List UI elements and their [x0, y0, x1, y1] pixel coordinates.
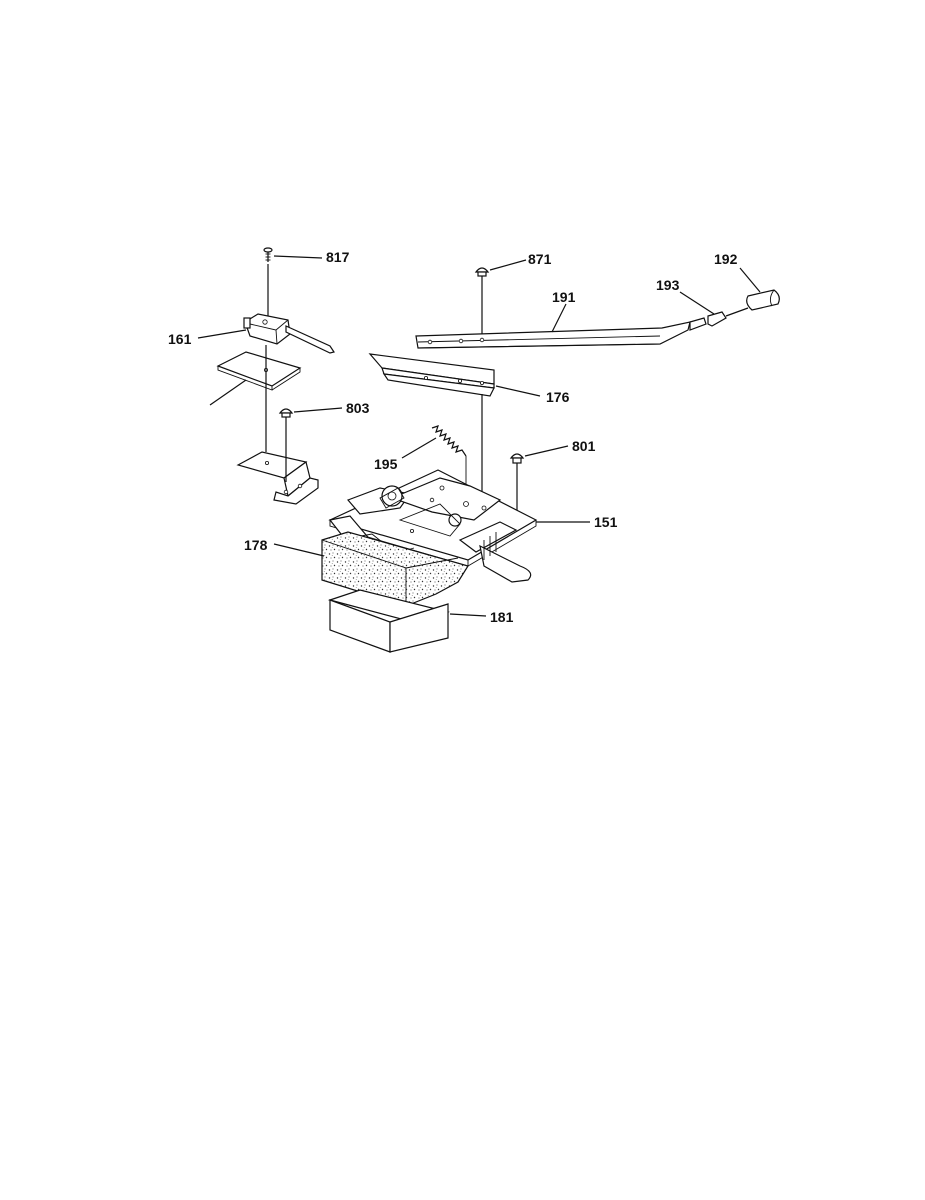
knob-192 — [746, 289, 780, 311]
insulator-plate — [216, 351, 302, 391]
callout-817: 817 — [326, 249, 350, 265]
callout-193: 193 — [656, 277, 680, 293]
leader-191 — [551, 303, 567, 333]
screw-803 — [278, 408, 294, 424]
callout-191: 191 — [552, 289, 576, 305]
callout-151: 151 — [594, 514, 618, 530]
callout-176: 176 — [546, 389, 570, 405]
link-193 — [707, 307, 749, 327]
leader-insulator — [209, 379, 247, 406]
callout-803: 803 — [346, 400, 370, 416]
callout-161: 161 — [168, 331, 192, 347]
leader-176 — [495, 385, 541, 397]
leader-817 — [273, 255, 323, 259]
block-181 — [327, 589, 450, 653]
leader-801 — [524, 445, 569, 457]
spring-195 — [431, 425, 467, 484]
bracket-176 — [368, 353, 495, 397]
leader-192 — [739, 267, 761, 293]
leader-161 — [197, 329, 247, 339]
callout-195: 195 — [374, 456, 398, 472]
leader-178 — [273, 543, 325, 557]
lever-arm-191 — [415, 317, 707, 349]
leader-193 — [679, 291, 715, 315]
screw-871 — [474, 267, 490, 277]
screw-817 — [263, 247, 273, 262]
leader-181 — [449, 613, 487, 617]
leader-871 — [489, 259, 527, 271]
insulation-block-178 — [321, 531, 469, 607]
callout-181: 181 — [490, 609, 514, 625]
microswitch-161 — [243, 313, 335, 354]
callout-178: 178 — [244, 537, 268, 553]
switch-bracket — [236, 451, 319, 505]
callout-192: 192 — [714, 251, 738, 267]
leader-195 — [401, 437, 437, 459]
callout-801: 801 — [572, 438, 596, 454]
leader-803 — [293, 407, 343, 413]
callout-871: 871 — [528, 251, 552, 267]
screw-801 — [509, 453, 525, 464]
